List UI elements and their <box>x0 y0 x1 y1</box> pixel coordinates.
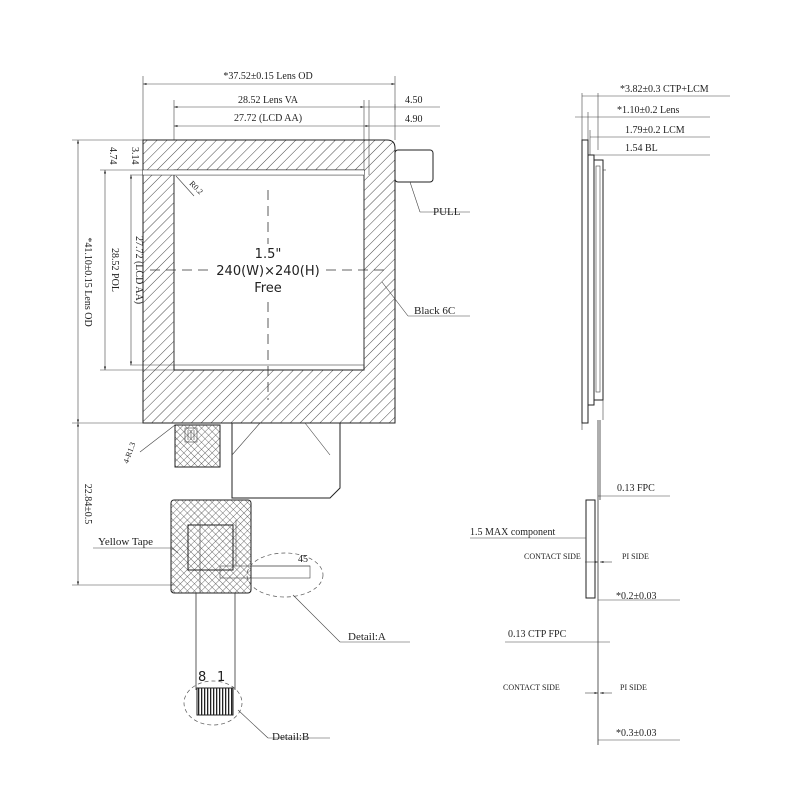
ctp-fpc-label: 0.13 CTP FPC <box>508 629 567 640</box>
side-view: *3.82±0.3 CTP+LCM *1.10±0.2 Lens 1.79±0.… <box>470 84 730 745</box>
display-spec: 1.5" 240(W)×240(H) Free <box>212 244 324 296</box>
top-margin-2-label: 4.74 <box>107 147 118 165</box>
fpc-length-label: 22.84±0.5 <box>82 484 93 525</box>
lcd-aa-width-label: 27.72 (LCD AA) <box>234 113 302 124</box>
module-stack <box>581 139 606 424</box>
detail-a-label: Detail:A <box>348 631 386 643</box>
contact-side-2-label: CONTACT SIDE <box>503 683 560 692</box>
pol-height-label: 28.52 POL <box>109 248 120 292</box>
total-thickness-label: *3.82±0.3 CTP+LCM <box>620 84 709 95</box>
mode-label: Free <box>254 281 282 296</box>
height-dimensions: *41.10±0.15 Lens OD 28.52 POL 27.72 (LCD… <box>72 139 175 586</box>
resolution-label: 240(W)×240(H) <box>216 264 319 279</box>
lcd-aa-height-label: 27.72 (LCD AA) <box>133 236 144 304</box>
lens-od-height-label: *41.10±0.15 Lens OD <box>82 237 93 326</box>
stiffener: 45 Yellow Tape Detail:A <box>93 499 410 643</box>
contact-side-1-label: CONTACT SIDE <box>524 552 581 561</box>
offset-aa-label: 4.90 <box>405 114 423 125</box>
stiffener-1-label: *0.2±0.03 <box>616 591 657 602</box>
fpc-cable: 4-R1.3 <box>121 422 341 499</box>
pull-tab: PULL <box>394 149 470 218</box>
lens-thickness-label: *1.10±0.2 Lens <box>617 105 680 116</box>
bl-thickness-label: 1.54 BL <box>625 143 658 154</box>
pull-label: PULL <box>433 206 461 218</box>
lens-od-width-label: *37.52±0.15 Lens OD <box>223 71 312 82</box>
offset-va-label: 4.50 <box>405 95 423 106</box>
top-margin-1-label: 3.14 <box>129 147 140 165</box>
pin-8-label: 8 <box>198 670 206 685</box>
connector-pins-label: 45 <box>298 554 308 565</box>
lcm-thickness-label: 1.79±0.2 LCM <box>625 125 685 136</box>
thickness-dimensions: *3.82±0.3 CTP+LCM *1.10±0.2 Lens 1.79±0.… <box>575 84 730 156</box>
pi-side-2-label: PI SIDE <box>620 683 647 692</box>
black-label: Black 6C <box>414 305 455 317</box>
pin-1-label: 1 <box>217 670 225 685</box>
stiffener-2-label: *0.3±0.03 <box>616 728 657 739</box>
detail-b-label: Detail:B <box>272 731 309 743</box>
width-dimensions: *37.52±0.15 Lens OD 28.52 Lens VA 27.72 … <box>142 71 440 175</box>
max-component-label: 1.5 MAX component <box>470 527 555 538</box>
lens-va-width-label: 28.52 Lens VA <box>238 95 299 106</box>
front-view: *37.52±0.15 Lens OD 28.52 Lens VA 27.72 … <box>72 71 470 743</box>
fpc-thickness-label: 0.13 FPC <box>617 483 655 494</box>
component-block <box>585 499 596 599</box>
pi-side-1-label: PI SIDE <box>622 552 649 561</box>
yellow-tape-label: Yellow Tape <box>98 536 153 548</box>
fpc-tail: 8 1 Detail:B <box>183 520 330 743</box>
hole-label: 4-R1.3 <box>121 441 137 465</box>
diagonal-label: 1.5" <box>255 247 282 262</box>
